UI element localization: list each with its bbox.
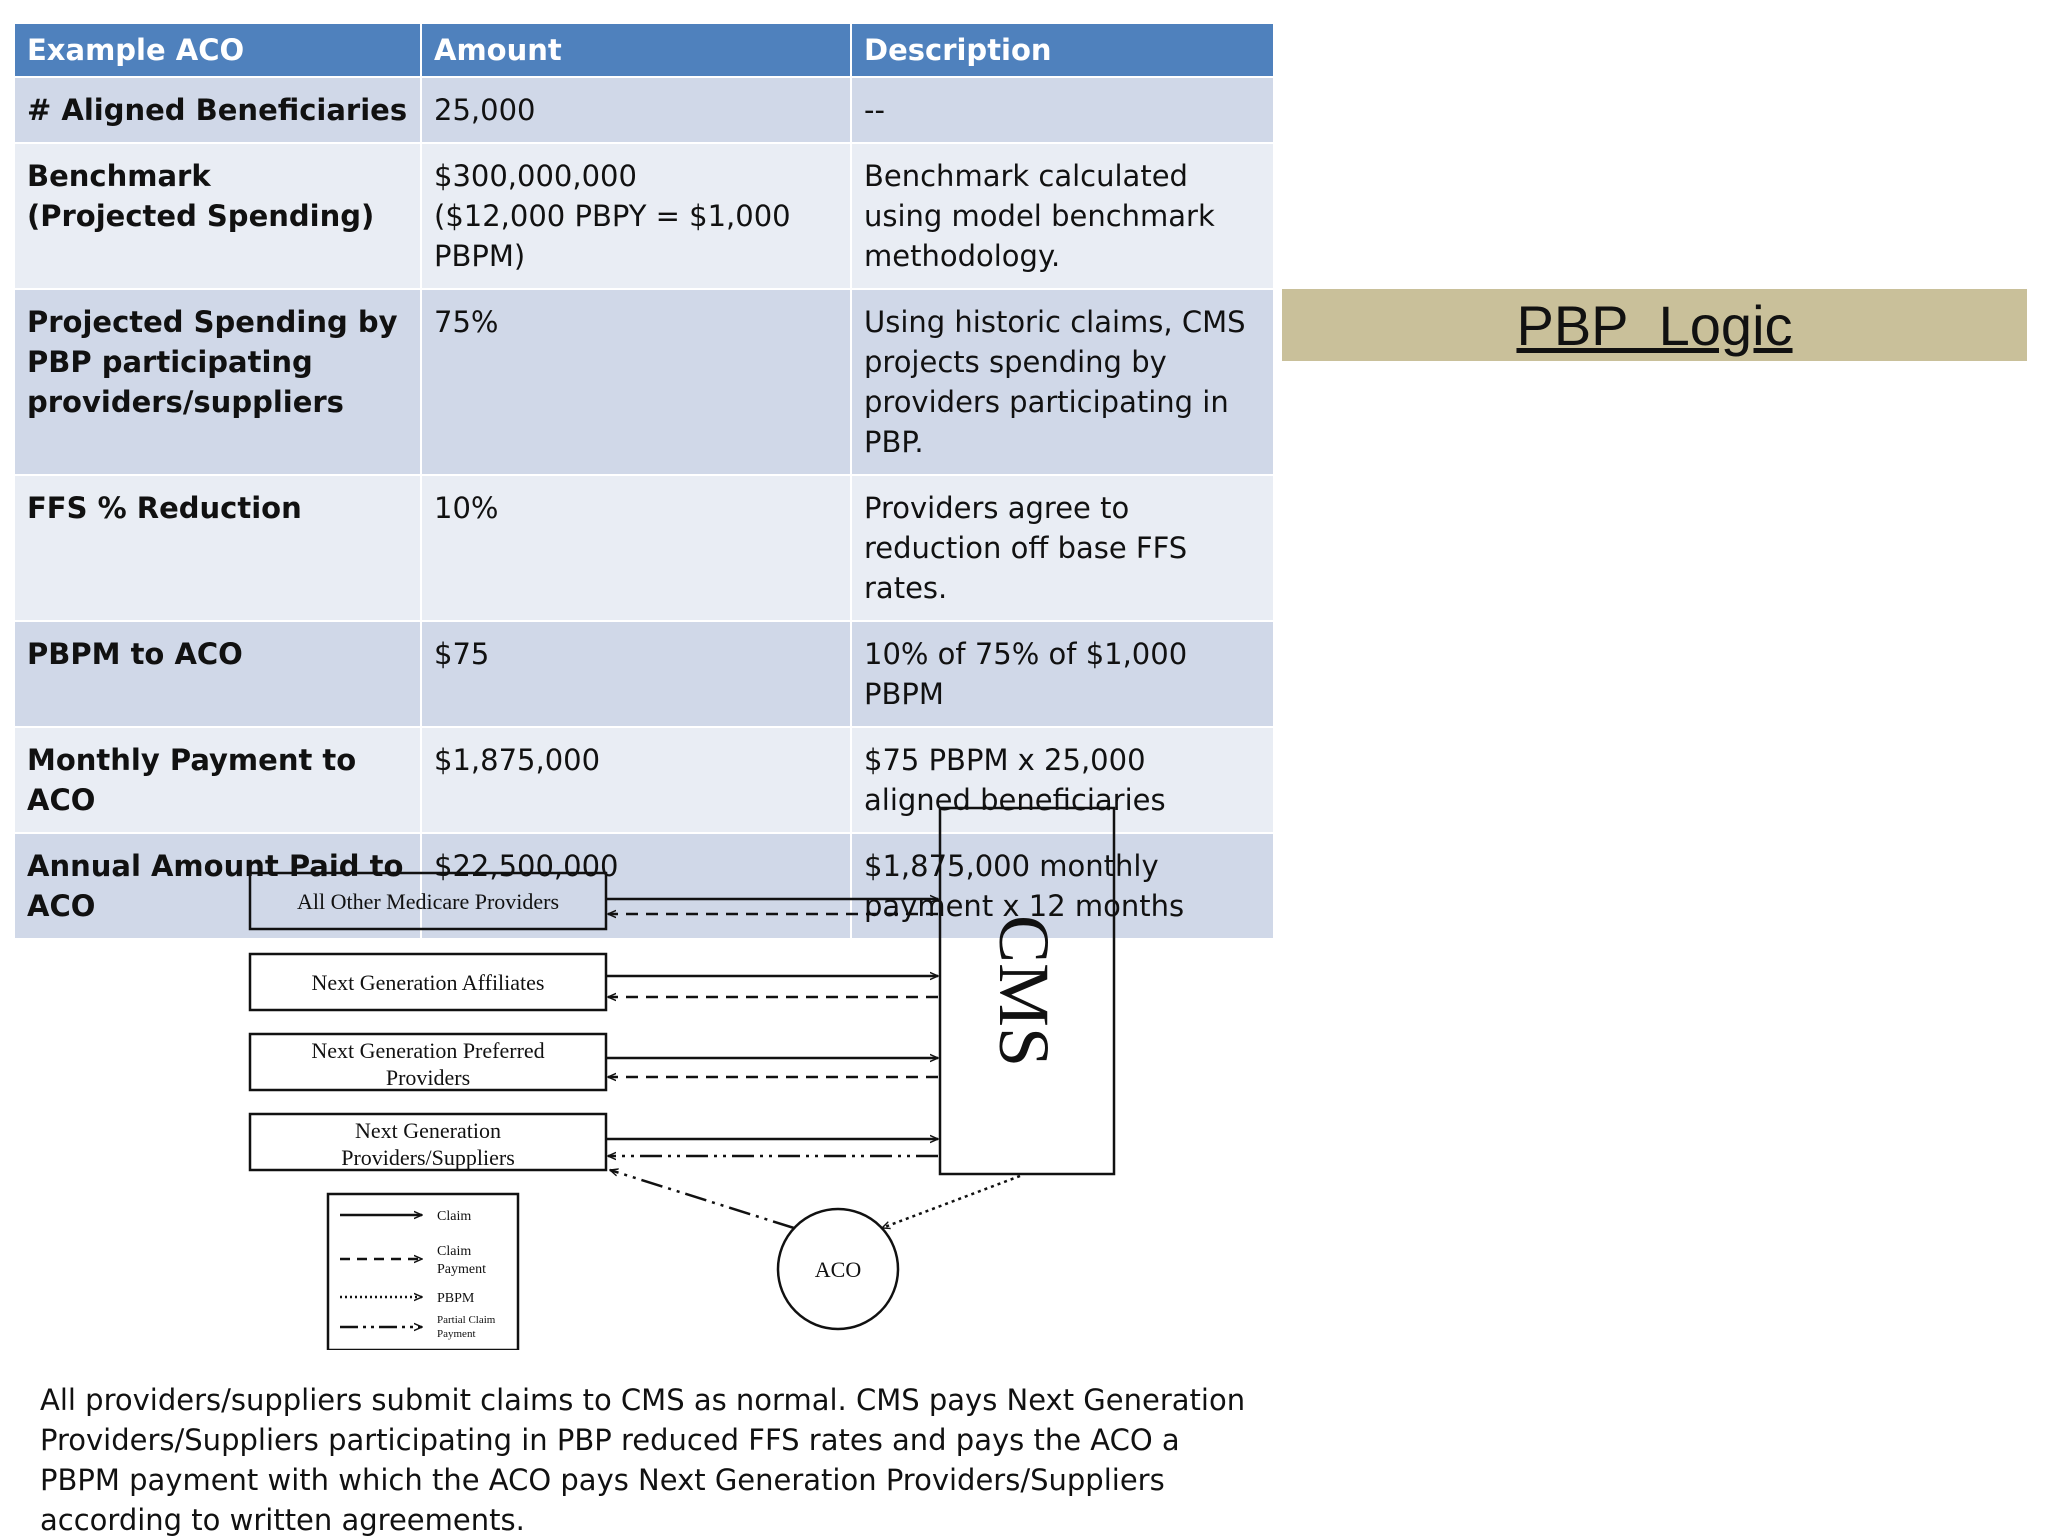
row-description: $1,875,000 monthly payment x 12 months (850, 832, 1275, 940)
table-row: Monthly Payment to ACO $1,875,000 $75 PB… (13, 726, 1275, 834)
payment-flow-diagram: CMS All Other Medicare Providers Next Ge… (248, 806, 1116, 1350)
aco-circle (776, 1207, 900, 1331)
row-label: # Aligned Beneficiaries (13, 76, 422, 144)
provider-label: Next Generation Affiliates (312, 970, 545, 995)
legend-label: Claim (437, 1244, 471, 1259)
table-header-row: Example ACO Amount Description (13, 22, 1275, 78)
legend-box (326, 1192, 520, 1350)
provider-box-affiliates (248, 952, 608, 1012)
row-description: Benchmark calculated using model benchma… (850, 142, 1275, 290)
row-description: 10% of 75% of $1,000 PBPM (850, 620, 1275, 728)
row-label: Benchmark (Projected Spending) (13, 142, 422, 290)
row-amount: $300,000,000 ($12,000 PBPY = $1,000 PBPM… (420, 142, 852, 290)
table-row: PBPM to ACO $75 10% of 75% of $1,000 PBP… (13, 620, 1275, 728)
row-amount: $1,875,000 (420, 726, 852, 834)
provider-box-all-other (248, 871, 608, 931)
row-description: Providers agree to reduction off base FF… (850, 474, 1275, 622)
legend-label: PBPM (437, 1291, 475, 1306)
diagram-caption: All providers/suppliers submit claims to… (40, 1383, 1246, 1537)
row-amount: $22,500,000 (420, 832, 852, 940)
row-label: PBPM to ACO (13, 620, 422, 728)
cms-box (938, 806, 1116, 1176)
provider-label: All Other Medicare Providers (297, 889, 559, 914)
table-row: FFS % Reduction 10% Providers agree to r… (13, 474, 1275, 622)
pbpm-arrow (882, 1174, 1021, 1228)
row-label: Projected Spending by PBP participating … (13, 288, 422, 476)
provider-box-preferred (248, 1032, 608, 1092)
table-row: # Aligned Beneficiaries 25,000 -- (13, 76, 1275, 144)
benchmark-amount: $300,000,000 ($12,000 PBPY = $1,000 PBPM… (434, 159, 791, 273)
row-description: Using historic claims, CMS projects spen… (850, 288, 1275, 476)
row-label: Annual Amount Paid to ACO (13, 832, 422, 940)
row-amount: $75 (420, 620, 852, 728)
row-amount: 75% (420, 288, 852, 476)
cms-label: CMS (984, 915, 1064, 1067)
benchmark-label: Benchmark (Projected Spending) (27, 159, 375, 233)
row-description: $75 PBPM x 25,000 aligned beneficiaries (850, 726, 1275, 834)
row-label: FFS % Reduction (13, 474, 422, 622)
header-description: Description (850, 22, 1275, 78)
legend-label: Partial Claim (437, 1314, 496, 1326)
header-amount: Amount (420, 22, 852, 78)
legend-label: Claim (437, 1209, 471, 1224)
row-description: -- (850, 76, 1275, 144)
table-row: Annual Amount Paid to ACO $22,500,000 $1… (13, 832, 1275, 940)
table-row: Benchmark (Projected Spending) $300,000,… (13, 142, 1275, 290)
legend-label: Payment (437, 1328, 476, 1340)
banner-title: PBP Logic (1516, 293, 1793, 357)
legend-label: Payment (437, 1262, 486, 1277)
row-amount: 10% (420, 474, 852, 622)
table-row: Projected Spending by PBP participating … (13, 288, 1275, 476)
pbp-logic-banner: PBP Logic (1282, 289, 2027, 361)
row-label: Monthly Payment to ACO (13, 726, 422, 834)
provider-box-participants (248, 1112, 608, 1172)
header-example-aco: Example ACO (13, 22, 422, 78)
provider-label: Providers/Suppliers (341, 1145, 515, 1170)
provider-label: Providers (386, 1065, 470, 1090)
aco-partial-payment-arrow (610, 1170, 795, 1230)
legend: Claim Claim Payment PBPM Partial Claim P… (326, 1192, 520, 1350)
aco-example-table: Example ACO Amount Description # Aligned… (13, 22, 1275, 940)
row-amount: 25,000 (420, 76, 852, 144)
provider-label: Next Generation Preferred (311, 1038, 544, 1063)
aco-label: ACO (815, 1257, 861, 1282)
provider-label: Next Generation (355, 1118, 501, 1143)
